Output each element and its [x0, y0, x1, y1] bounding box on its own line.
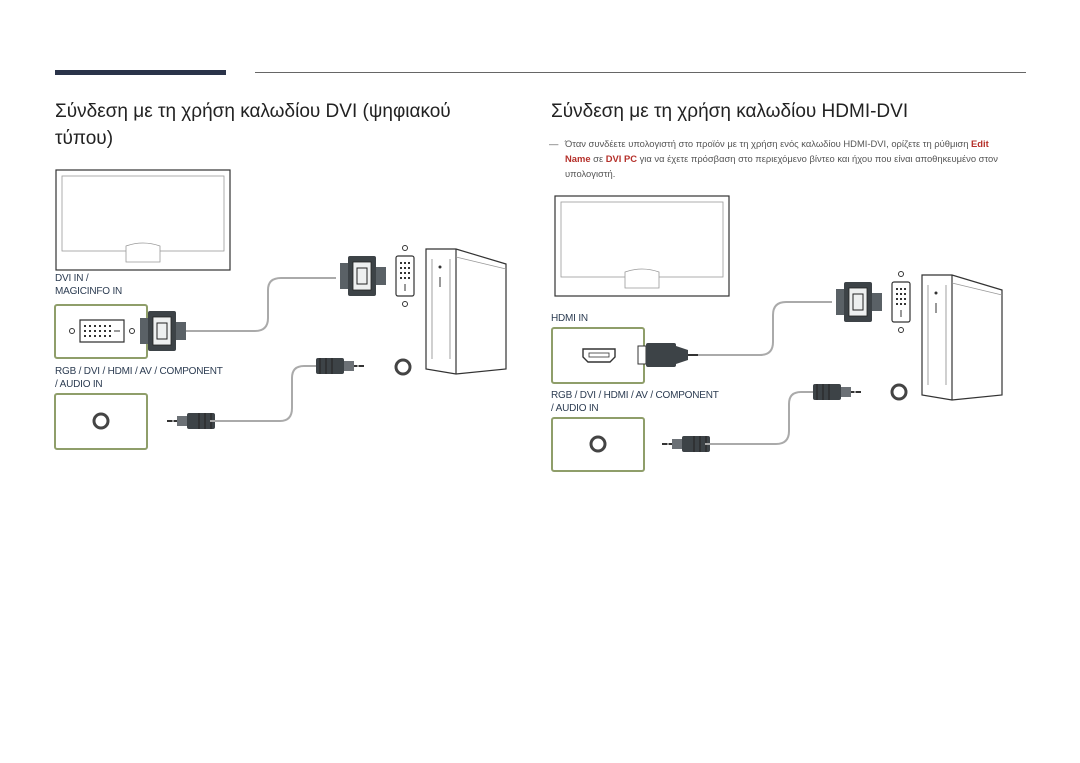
label-audio-in-right: RGB / DVI / HDMI / AV / COMPONENT / AUDI…: [551, 390, 719, 414]
audio-plug-pc-left: [315, 357, 365, 375]
hdmi-dvi-cable: [698, 301, 832, 356]
note-dash: ―: [549, 138, 559, 149]
hdmi-plug: [637, 343, 698, 367]
pc-tower-right: [921, 274, 1003, 401]
dvi-port-left: [69, 319, 135, 343]
label-dvi-in: DVI IN / MAGICINFO IN: [55, 273, 123, 297]
audio-jack-left: [92, 412, 110, 430]
audio-plug-monitor-right: [661, 435, 711, 453]
note-text: ― Όταν συνδέετε υπολογιστή στο προϊόν με…: [549, 138, 998, 179]
section-title-hdmi-dvi: Σύνδεση με τη χρήση καλωδίου HDMI-DVI: [551, 101, 909, 122]
header-rule: [255, 72, 1026, 73]
dvi-cable-left: [186, 277, 336, 332]
pc-tower-left: [425, 248, 507, 375]
pc-dvi-port-left: [395, 244, 415, 308]
monitor-back-left: [55, 169, 231, 271]
dvi-plug-pc-left: [339, 255, 387, 297]
pc-audio-jack-left: [394, 358, 412, 376]
audio-plug-pc-right: [812, 383, 862, 401]
audio-cable-right: [705, 391, 815, 445]
header-accent-bar: [55, 70, 226, 75]
monitor-back-right: [554, 195, 730, 297]
pc-dvi-port-right: [891, 270, 911, 334]
audio-jack-right: [589, 435, 607, 453]
dvi-pc-highlight: DVI PC: [605, 153, 637, 164]
dvi-plug-pc-right: [835, 281, 883, 323]
edit-name-highlight: Edit Name: [565, 138, 989, 164]
label-hdmi-in: HDMI IN: [551, 313, 588, 324]
section-title-dvi: Σύνδεση με τη χρήση καλωδίου DVI (ψηφιακ…: [55, 101, 451, 149]
pc-audio-jack-right: [890, 383, 908, 401]
label-audio-in-left: RGB / DVI / HDMI / AV / COMPONENT / AUDI…: [55, 366, 223, 390]
audio-cable-left: [210, 365, 318, 422]
audio-plug-monitor-left: [166, 412, 216, 430]
